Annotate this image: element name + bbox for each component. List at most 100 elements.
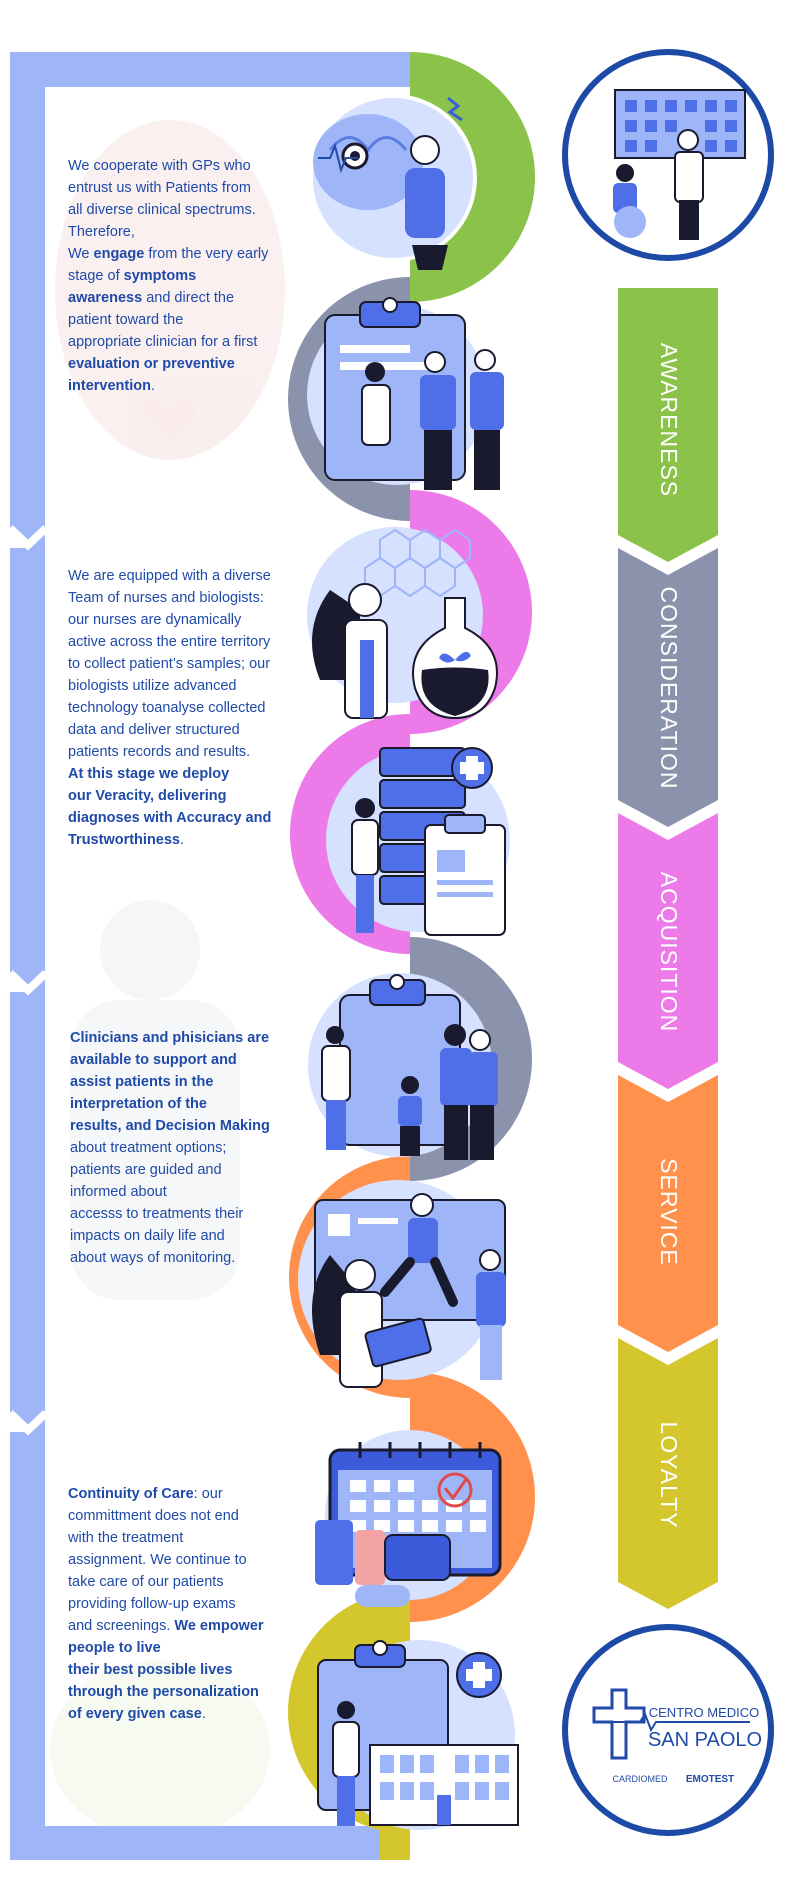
text-regular: impacts on daily life and — [70, 1228, 225, 1244]
text-bold: our Veracity, delivering — [68, 788, 227, 804]
text-line: and screenings. We empower — [68, 1615, 298, 1637]
text-line: appropriate clinician for a first — [68, 331, 298, 353]
chevron-consideration — [618, 548, 718, 827]
chevron-loyalty — [618, 1338, 718, 1609]
text-bold: At this stage we deploy — [68, 766, 230, 782]
text-bold: of every given case — [68, 1706, 202, 1722]
text-line: our nurses are dynamically — [68, 609, 298, 631]
text-regular: providing follow-up exams — [68, 1596, 236, 1612]
text-line: Clinicians and phisicians are — [70, 1027, 300, 1049]
text-line: Therefore, — [68, 221, 298, 243]
text-line: providing follow-up exams — [68, 1593, 298, 1615]
logo-partner-cardiomed: CARDIOMED — [612, 1774, 668, 1784]
stage-label-awareness: AWARENESS — [656, 343, 682, 497]
text-line: committment does not end — [68, 1505, 298, 1527]
chevron-awareness — [618, 288, 718, 562]
rehab-monitoring-illustration — [298, 1180, 506, 1388]
text-line: their best possible lives — [68, 1659, 298, 1681]
brain-headache-illustration — [309, 94, 477, 270]
text-regular: committment does not end — [68, 1508, 239, 1524]
text-line: stage of symptoms — [68, 265, 298, 287]
lab-flask-illustration — [307, 527, 498, 720]
stage-label-acquisition: ACQUISITION — [656, 872, 682, 1033]
text-bold: diagnoses with Accuracy and — [68, 810, 272, 826]
text-line: active across the entire territory — [68, 631, 298, 653]
text-line: impacts on daily life and — [70, 1225, 300, 1247]
text-regular: Therefore, — [68, 224, 135, 240]
text-line: awareness and direct the — [68, 287, 298, 309]
text-regular: from the very early — [144, 246, 269, 262]
text-bold: interpretation of the — [70, 1096, 207, 1112]
faded-doctor-decoration — [55, 120, 285, 460]
text-regular: appropriate clinician for a first — [68, 334, 258, 350]
text-regular: biologists utilize advanced — [68, 678, 237, 694]
text-regular: active across the entire territory — [68, 634, 271, 650]
text-line: take care of our patients — [68, 1571, 298, 1593]
text-line: our Veracity, delivering — [68, 785, 298, 807]
text-regular: about ways of monitoring. — [70, 1250, 236, 1266]
text-line: results, and Decision Making — [70, 1115, 300, 1137]
heartbeat-icon — [596, 1711, 750, 1733]
text-line: patients records and results. — [68, 741, 298, 763]
text-regular: . — [150, 378, 156, 394]
text-line: to collect patient’s samples; our — [68, 653, 298, 675]
logo-partner-emotest: EMOTEST — [686, 1774, 734, 1785]
text-regular: about treatment options; — [70, 1140, 227, 1156]
text-regular: to collect patient’s samples; our — [68, 656, 271, 672]
text-line: all diverse clinical spectrums. — [68, 199, 298, 221]
faded-hand-illustration — [50, 1660, 270, 1840]
text-line: intervention. — [68, 375, 298, 397]
text-bold: symptoms — [123, 268, 197, 284]
text-line: We cooperate with GPs who — [68, 155, 298, 177]
data-server-illustration — [326, 747, 510, 936]
text-line: informed about — [70, 1181, 300, 1203]
text-bold: assist patients in the — [70, 1074, 214, 1090]
text-line: biologists utilize advanced — [68, 675, 298, 697]
text-regular: Team of nurses and biologists: — [68, 590, 264, 606]
text-line: patients are guided and — [70, 1159, 300, 1181]
text-bold: Clinicians and phisicians are — [70, 1030, 270, 1046]
text-regular: our nurses are dynamically — [68, 612, 242, 628]
text-bold: Continuity of Care — [68, 1486, 194, 1502]
section-awareness-text: We cooperate with GPs who entrust us with… — [68, 155, 298, 397]
text-line: people to live — [68, 1637, 298, 1659]
text-regular: stage of — [68, 268, 124, 284]
chevron-service — [618, 1075, 718, 1352]
text-line: interpretation of the — [70, 1093, 300, 1115]
text-bold: available to support and — [70, 1052, 237, 1068]
text-regular: and screenings. — [68, 1618, 175, 1634]
text-bold: through the personalization — [68, 1684, 259, 1700]
stage-label-loyalty: LOYALTY — [656, 1421, 682, 1528]
logo-badge: CENTRO MEDICO SAN PAOLO CARDIOMED EMOTES… — [562, 1624, 774, 1836]
text-regular: . — [180, 832, 185, 848]
section-loyalty-text: Continuity of Care: our committment does … — [68, 1483, 298, 1725]
text-regular: take care of our patients — [68, 1574, 224, 1590]
logo-line1: CENTRO MEDICO — [649, 1705, 760, 1720]
text-line: technology toanalyse collected — [68, 697, 298, 719]
text-regular: : our — [193, 1486, 223, 1502]
text-regular: technology toanalyse collected — [68, 700, 266, 716]
medical-cross-logo-icon — [592, 1688, 646, 1760]
text-bold: people to live — [68, 1640, 161, 1656]
text-regular: patient toward the — [68, 312, 184, 328]
text-bold: intervention — [68, 378, 151, 394]
text-bold: engage — [93, 246, 145, 262]
stage-chevrons — [618, 288, 718, 1609]
text-regular: We cooperate with GPs who — [68, 158, 251, 174]
text-bold: We empower — [174, 1618, 264, 1634]
text-line: We engage from the very early — [68, 243, 298, 265]
stage-label-consideration: CONSIDERATION — [656, 587, 682, 790]
text-regular: all diverse clinical spectrums. — [68, 202, 256, 218]
text-regular: accesss to treatments their — [70, 1206, 244, 1222]
text-bold: their best possible lives — [68, 1662, 233, 1678]
text-line: entrust us with Patients from — [68, 177, 298, 199]
text-regular: patients are guided and — [70, 1162, 222, 1178]
text-bold: awareness — [68, 290, 143, 306]
text-line: We are equipped with a diverse — [68, 565, 298, 587]
text-line: accesss to treatments their — [70, 1203, 300, 1225]
text-line: data and deliver structured — [68, 719, 298, 741]
text-regular: We are equipped with a diverse — [68, 568, 271, 584]
text-regular: data and deliver structured — [68, 722, 240, 738]
text-line: evaluation or preventive — [68, 353, 298, 375]
